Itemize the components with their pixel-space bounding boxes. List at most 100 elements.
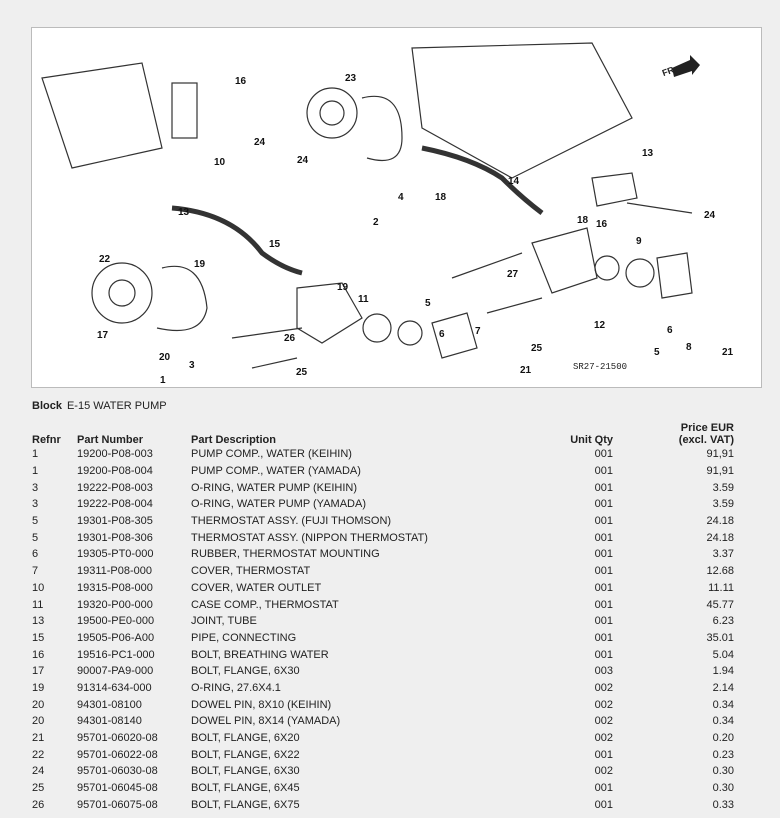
cell-price: 91,91 bbox=[706, 448, 734, 461]
cell-part-number: 95701-06075-08 bbox=[77, 798, 158, 811]
callout-number: 16 bbox=[596, 219, 608, 230]
cell-part-number: 95701-06022-08 bbox=[77, 748, 158, 761]
cell-description: DOWEL PIN, 8X10 (KEIHIN) bbox=[191, 698, 332, 711]
callout-number: 1 bbox=[160, 375, 166, 386]
cell-description: O-RING, WATER PUMP (YAMADA) bbox=[191, 498, 366, 511]
cell-refnr: 26 bbox=[32, 798, 45, 811]
cell-unit-qty: 001 bbox=[594, 515, 613, 528]
cell-unit-qty: 002 bbox=[594, 698, 613, 711]
cell-refnr: 1 bbox=[32, 448, 39, 461]
cell-refnr: 22 bbox=[32, 748, 45, 761]
cell-refnr: 25 bbox=[32, 782, 45, 795]
cell-description: PUMP COMP., WATER (KEIHIN) bbox=[191, 448, 352, 461]
o-ring-bottom bbox=[156, 265, 208, 332]
cell-part-number: 19315-P08-000 bbox=[77, 581, 153, 594]
callout-number: 2 bbox=[373, 217, 379, 228]
cell-unit-qty: 001 bbox=[594, 782, 613, 795]
cell-price: 24.18 bbox=[706, 515, 734, 528]
callout-number: 19 bbox=[337, 282, 349, 293]
cell-part-number: 19505-P06-A00 bbox=[77, 631, 155, 644]
cell-description: CASE COMP., THERMOSTAT bbox=[191, 598, 339, 611]
callout-number: 21 bbox=[520, 365, 532, 376]
callout-number: 6 bbox=[667, 325, 673, 336]
cell-description: BOLT, FLANGE, 6X22 bbox=[191, 748, 300, 761]
cell-refnr: 24 bbox=[32, 765, 45, 778]
callout-number: 9 bbox=[636, 236, 642, 247]
cell-description: PUMP COMP., WATER (YAMADA) bbox=[191, 465, 361, 478]
thermostat-case-12 bbox=[531, 227, 598, 294]
callout-number: 24 bbox=[297, 155, 309, 166]
cell-part-number: 19305-PT0-000 bbox=[77, 548, 154, 561]
cell-unit-qty: 002 bbox=[594, 715, 613, 728]
cell-price: 0.34 bbox=[712, 698, 734, 711]
water-pump-bottom bbox=[91, 262, 153, 324]
cell-part-number: 19222-P08-003 bbox=[77, 481, 153, 494]
cell-description: COVER, THERMOSTAT bbox=[191, 565, 311, 578]
callout-number: 25 bbox=[531, 343, 543, 354]
callout-number: 24 bbox=[704, 210, 716, 221]
cell-description: DOWEL PIN, 8X14 (YAMADA) bbox=[191, 715, 341, 728]
cell-unit-qty: 002 bbox=[594, 765, 613, 778]
cell-part-number: 19222-P08-004 bbox=[77, 498, 153, 511]
cell-price: 45.77 bbox=[706, 598, 734, 611]
callout-number: 5 bbox=[425, 298, 431, 309]
cell-unit-qty: 001 bbox=[594, 465, 613, 478]
cell-refnr: 7 bbox=[32, 565, 39, 578]
callout-number: 13 bbox=[178, 207, 190, 218]
water-pump-top bbox=[306, 87, 358, 139]
cell-unit-qty: 001 bbox=[594, 798, 613, 811]
cell-part-number: 19311-P08-000 bbox=[77, 565, 153, 578]
o-ring-top bbox=[361, 95, 403, 162]
cell-part-number: 91314-634-000 bbox=[77, 681, 152, 694]
callout-number: 17 bbox=[97, 330, 109, 341]
cell-unit-qty: 001 bbox=[594, 565, 613, 578]
engine-block-right bbox=[411, 42, 633, 179]
parts-table: Refnr Part Number Part Description Unit … bbox=[26, 416, 740, 813]
cell-part-number: 19200-P08-004 bbox=[77, 465, 153, 478]
callout-number: 10 bbox=[214, 157, 226, 168]
price-header-line1: Price EUR bbox=[680, 422, 734, 434]
header-description: Part Description bbox=[191, 434, 276, 446]
callout-number: 20 bbox=[159, 352, 171, 363]
cell-price: 24.18 bbox=[706, 531, 734, 544]
cell-part-number: 19516-PC1-000 bbox=[77, 648, 155, 661]
cell-part-number: 95701-06045-08 bbox=[77, 782, 158, 795]
cell-price: 3.59 bbox=[712, 498, 734, 511]
thermostat bbox=[362, 313, 392, 343]
callout-number: 8 bbox=[686, 342, 692, 353]
cell-price: 3.59 bbox=[712, 481, 734, 494]
cell-description: BOLT, BREATHING WATER bbox=[191, 648, 329, 661]
cell-description: THERMOSTAT ASSY. (FUJI THOMSON) bbox=[191, 515, 392, 528]
callout-number: 14 bbox=[508, 176, 520, 187]
cell-unit-qty: 001 bbox=[594, 648, 613, 661]
callout-number: 12 bbox=[594, 320, 606, 331]
price-header-line2: (excl. VAT) bbox=[678, 434, 734, 446]
water-outlet-9 bbox=[591, 172, 638, 207]
connecting-pipe-15 bbox=[171, 205, 303, 276]
cell-price: 35.01 bbox=[706, 631, 734, 644]
cell-price: 91,91 bbox=[706, 465, 734, 478]
cell-refnr: 5 bbox=[32, 515, 39, 528]
cell-refnr: 10 bbox=[32, 581, 45, 594]
cell-description: RUBBER, THERMOSTAT MOUNTING bbox=[191, 548, 380, 561]
cell-refnr: 3 bbox=[32, 498, 39, 511]
front-arrow-icon bbox=[672, 55, 700, 77]
thermostat-rubber bbox=[397, 320, 423, 346]
cell-part-number: 19500-PE0-000 bbox=[77, 615, 155, 628]
callout-number: 18 bbox=[577, 215, 589, 226]
cell-part-number: 19320-P00-000 bbox=[77, 598, 153, 611]
callout-number: 5 bbox=[654, 347, 660, 358]
